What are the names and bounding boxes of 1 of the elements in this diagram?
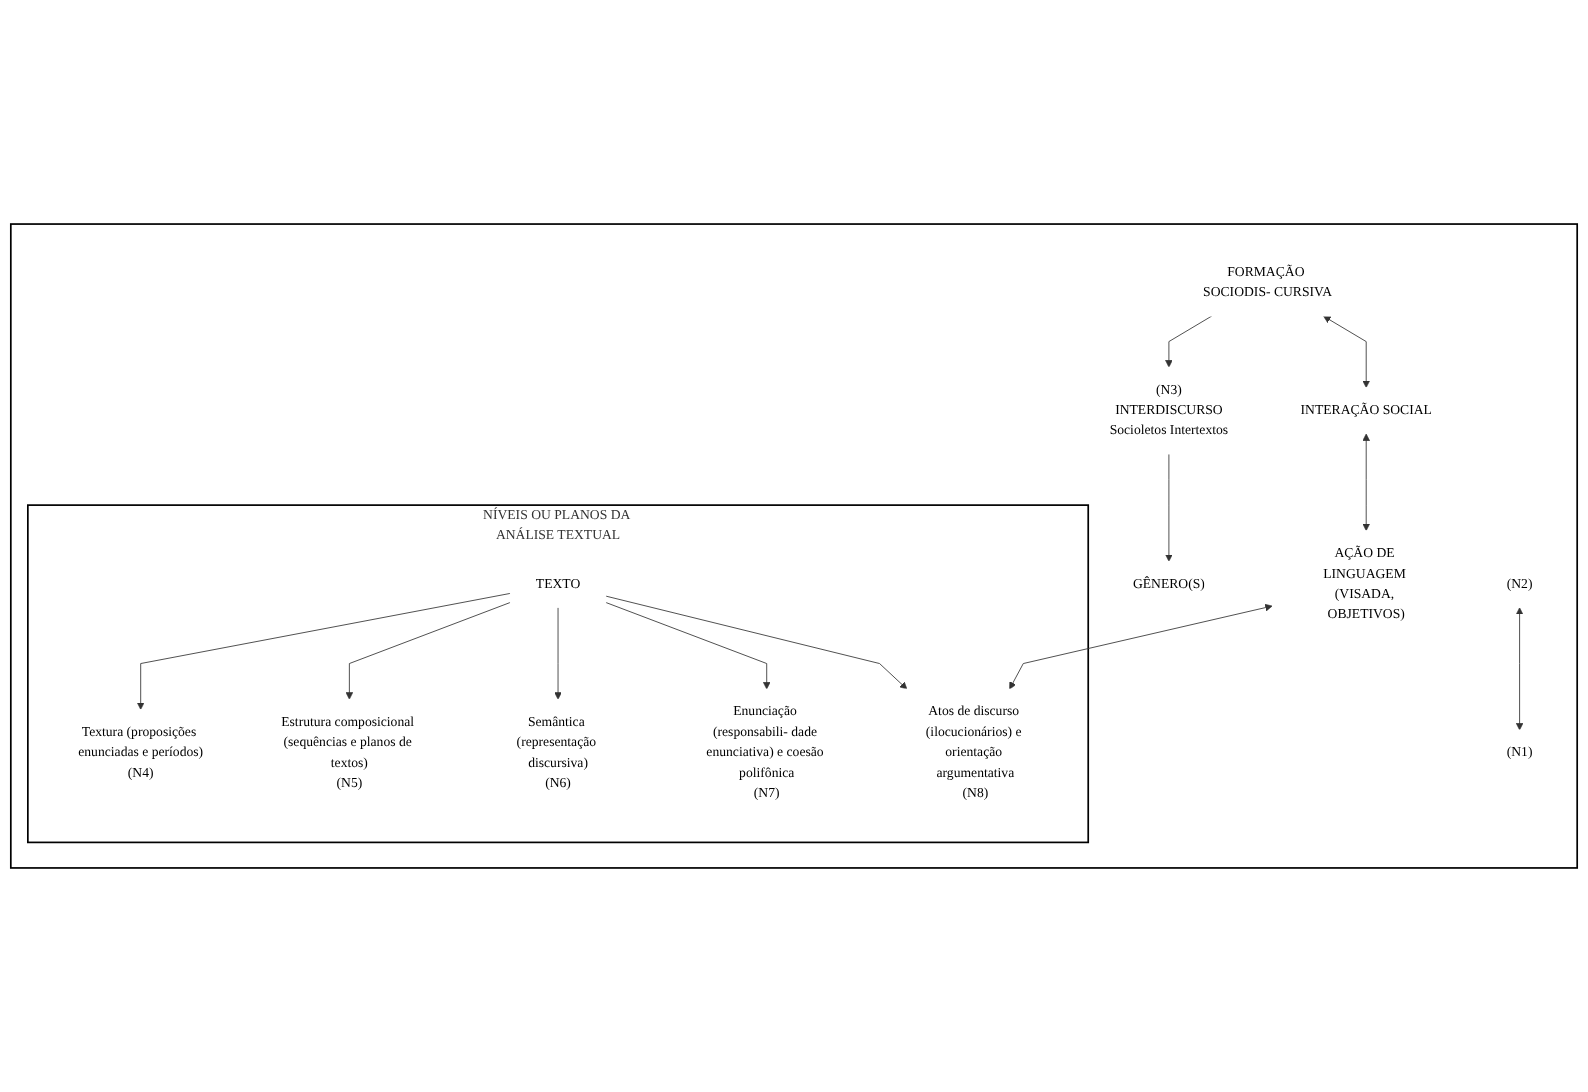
cluster xyxy=(9,223,1579,869)
